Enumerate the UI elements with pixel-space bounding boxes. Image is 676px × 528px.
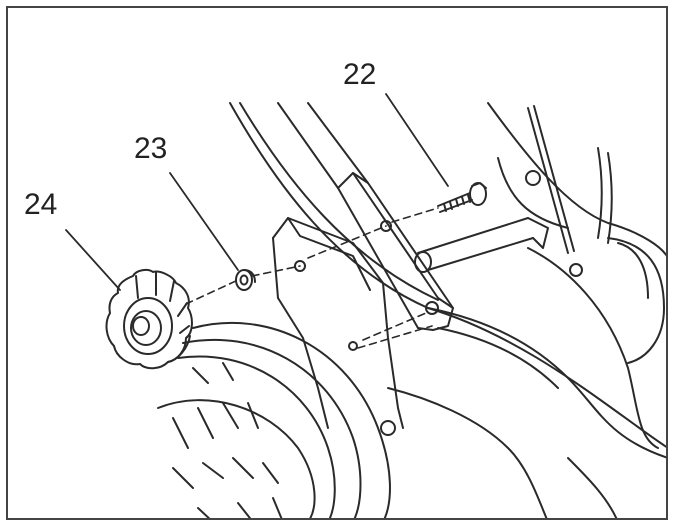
axle	[414, 217, 549, 273]
washer-part	[235, 269, 256, 291]
assembly-illustration	[65, 93, 666, 518]
callout-22: 22	[343, 58, 377, 91]
leader-lines	[65, 93, 449, 291]
callout-24: 24	[24, 188, 58, 221]
assembly-guides	[185, 207, 439, 349]
knob-part	[105, 268, 193, 370]
bracket	[272, 217, 404, 436]
diagram-frame: 22 23 24	[6, 6, 668, 520]
bolt-part	[437, 182, 487, 213]
handle-bar	[229, 102, 666, 448]
wheel	[157, 321, 391, 518]
mower-body	[387, 102, 666, 518]
callout-23: 23	[134, 132, 168, 165]
